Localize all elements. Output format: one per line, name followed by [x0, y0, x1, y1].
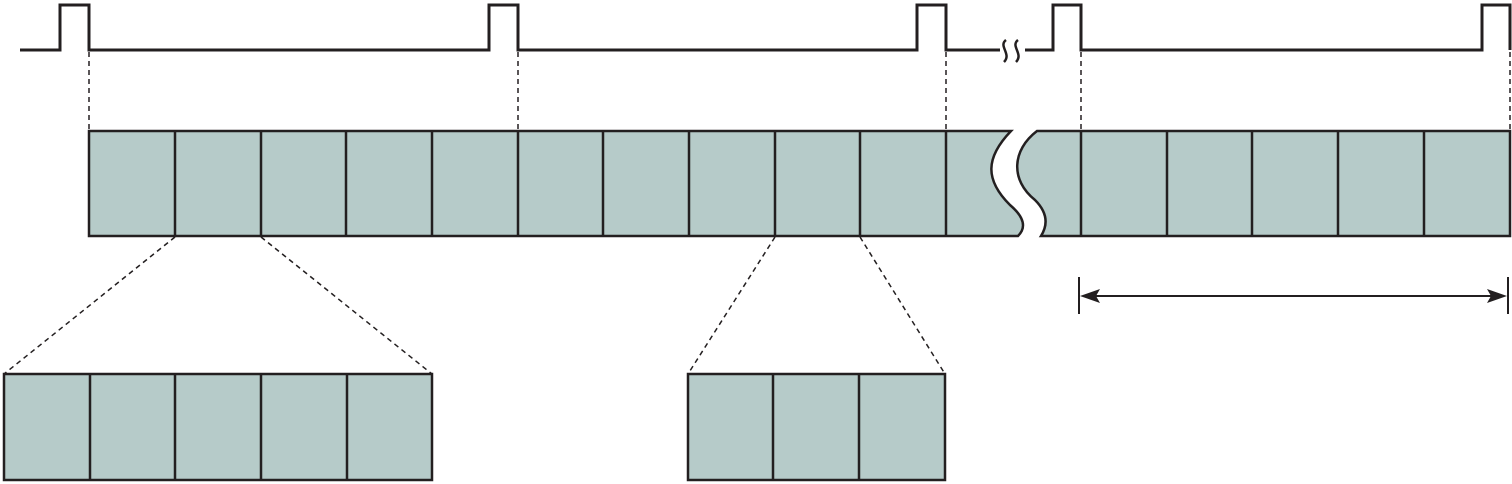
zoom-line-left-b — [260, 236, 433, 375]
arrowhead-right-icon — [1487, 289, 1507, 303]
zoom-line-right-a — [687, 236, 776, 375]
signal-break-marker — [1002, 39, 1020, 63]
zoom-group-right — [686, 372, 947, 482]
pulse-signal-left — [20, 3, 1000, 52]
frame-slot-dividers — [173, 131, 1426, 236]
zoom-line-right-b — [859, 236, 946, 375]
zoom-group-box — [686, 372, 947, 482]
zoom-line-left-a — [3, 236, 176, 375]
zoom-group-left — [2, 372, 434, 482]
frame-right-segment — [1016, 129, 1512, 238]
pulse-signal-right — [1025, 3, 1512, 52]
zoom-projection-lines — [3, 236, 946, 375]
frame-left-segment — [87, 129, 1025, 238]
zoom-group-box — [2, 372, 434, 482]
pulse-alignment-lines — [88, 52, 1511, 130]
pulse-train — [20, 3, 1512, 63]
arrowhead-left-icon — [1080, 289, 1100, 303]
span-arrow — [1078, 277, 1509, 314]
slot-frame — [87, 129, 1512, 238]
